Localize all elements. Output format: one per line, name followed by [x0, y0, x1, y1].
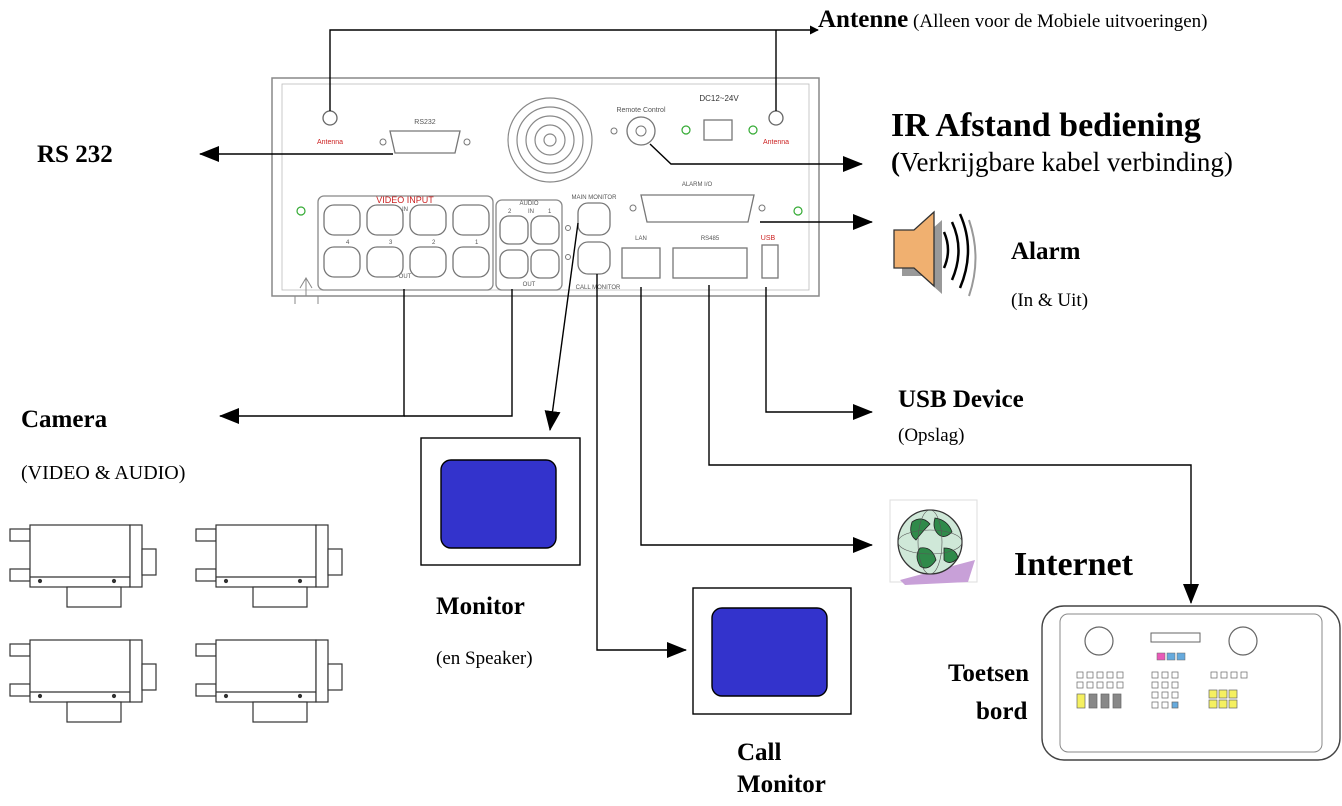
audio-label: AUDIO — [519, 201, 538, 207]
remote-control-port — [626, 116, 656, 146]
fan-grille — [507, 97, 593, 183]
audio-rca-connectors — [499, 215, 560, 279]
alarm-io-port-label: ALARM I/O — [682, 182, 713, 188]
call-monitor-title-line2: Monitor — [737, 771, 826, 798]
camera-icon — [195, 639, 343, 723]
monitor-title: Monitor — [436, 593, 525, 620]
camera-subtitle: (VIDEO & AUDIO) — [21, 462, 186, 484]
monitor-subtitle: (en Speaker) — [436, 648, 533, 669]
screw-icon — [681, 125, 691, 135]
keyboard-title-line2: bord — [976, 698, 1028, 725]
rs232-label: RS 232 — [37, 141, 113, 168]
camera-audio-connection — [404, 289, 513, 417]
audio-out-label: OUT — [523, 282, 536, 288]
ir-subtitle-text: Verkrijgbare kabel verbinding) — [900, 147, 1233, 177]
video-input-frame — [317, 195, 494, 291]
keyboard-icon — [1041, 605, 1341, 761]
screw-icon — [296, 206, 306, 216]
rs485-port — [672, 247, 748, 279]
ir-subtitle: (Verkrijgbare kabel verbinding) — [891, 147, 1233, 178]
usb-port-label: USB — [761, 235, 776, 242]
alarm-subtitle: (In & Uit) — [1011, 290, 1089, 311]
lan-connection — [640, 287, 873, 553]
camera-icon — [9, 639, 157, 723]
video-input-label: VIDEO INPUT — [376, 195, 434, 205]
alarm-title: Alarm — [1011, 238, 1081, 265]
call-monitor-connection — [596, 274, 687, 658]
video-ch4-label: 4 — [346, 240, 350, 246]
main-monitor-port — [577, 202, 611, 236]
dc-power-label: DC12~24V — [699, 94, 739, 103]
ir-connection — [649, 143, 863, 172]
panel-foot-left — [294, 296, 319, 304]
usb-connection — [765, 287, 873, 420]
camera-video-connection — [219, 289, 405, 424]
ir-subtitle-paren: ( — [891, 147, 900, 177]
monitor-led — [565, 225, 571, 231]
screw-icon — [793, 206, 803, 216]
main-monitor-connection — [544, 222, 579, 431]
remote-led — [610, 127, 618, 135]
alarm-screw — [758, 204, 766, 212]
call-monitor-icon — [692, 587, 852, 715]
usb-device-title: USB Device — [898, 386, 1024, 413]
screw-icon — [748, 125, 758, 135]
antenna-right-label: Antenna — [763, 139, 789, 146]
rs232-screw — [463, 138, 471, 146]
antenne-note: (Alleen voor de Mobiele uitvoeringen) — [908, 11, 1208, 32]
video-ch1-label: 1 — [475, 240, 479, 246]
rs485-port-label: RS485 — [701, 236, 720, 242]
audio-ch1-label: 1 — [548, 209, 552, 215]
panel-foot-mark — [299, 277, 313, 296]
main-monitor-port-label: MAIN MONITOR — [572, 195, 618, 201]
antenna-left-label: Antenna — [317, 139, 343, 146]
video-ch2-label: 2 — [432, 240, 436, 246]
remote-control-pin — [635, 125, 647, 137]
antenna-connection — [329, 25, 819, 111]
video-out-label: OUT — [399, 274, 412, 280]
monitor-icon — [420, 437, 581, 566]
dvr-rear-panel: Antenna Antenna RS232 Remote Control DC1… — [271, 77, 820, 304]
rs232-port-label: RS232 — [414, 119, 436, 126]
rs232-screw — [379, 138, 387, 146]
speaker-icon — [893, 210, 977, 297]
dc-power-port — [703, 119, 733, 141]
audio-in-label: IN — [528, 209, 534, 215]
antenna-port-left — [322, 110, 338, 126]
keyboard-title-line1: Toetsen — [948, 660, 1030, 687]
internet-label: Internet — [1014, 546, 1133, 583]
remote-control-port-label: Remote Control — [616, 107, 665, 114]
camera-icon — [9, 524, 157, 608]
usb-device-subtitle: (Opslag) — [898, 425, 965, 446]
video-bnc-connectors — [323, 204, 490, 278]
rs232-port — [389, 130, 461, 154]
camera-icon — [195, 524, 343, 608]
ir-title: IR Afstand bediening — [891, 107, 1201, 144]
call-monitor-title-line1: Call — [737, 739, 782, 766]
monitor-led — [565, 254, 571, 260]
alarm-screw — [629, 204, 637, 212]
lan-port — [621, 247, 661, 279]
antenna-port-right — [768, 110, 784, 126]
lan-port-label: LAN — [635, 236, 647, 242]
connection-lines — [199, 25, 1199, 658]
video-ch3-label: 3 — [389, 240, 393, 246]
audio-ch2-label: 2 — [508, 209, 512, 215]
globe-icon — [889, 499, 978, 585]
call-monitor-port-label: CALL MONITOR — [576, 285, 621, 291]
usb-port — [761, 244, 779, 279]
antenne-label: Antenne (Alleen voor de Mobiele uitvoeri… — [818, 6, 1207, 34]
antenne-title: Antenne — [818, 6, 909, 33]
call-monitor-port — [577, 241, 611, 275]
rs485-connection — [708, 285, 1199, 604]
camera-title: Camera — [21, 406, 108, 433]
alarm-io-port — [640, 194, 755, 223]
video-in-label: IN — [402, 207, 408, 213]
